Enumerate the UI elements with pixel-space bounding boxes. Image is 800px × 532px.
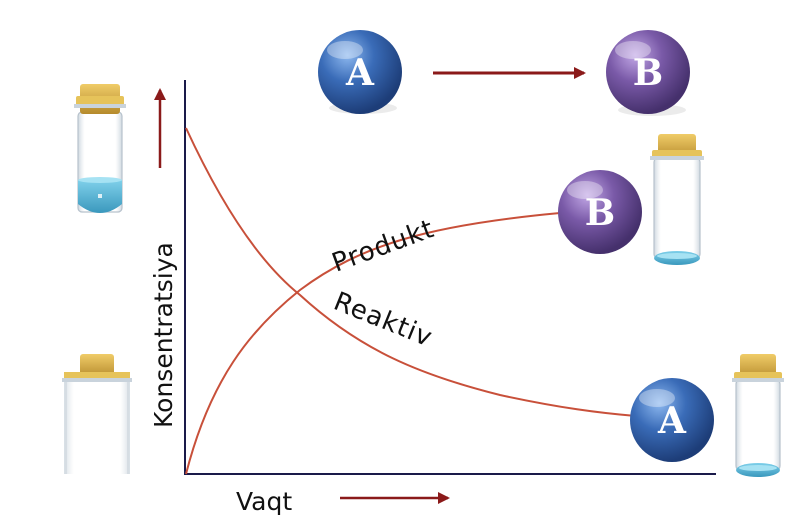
equation-reactant-label: A	[345, 52, 375, 94]
reactant-ball-label: A	[657, 400, 687, 442]
reactant-curve	[185, 127, 637, 417]
equation-product-label: B	[633, 52, 663, 94]
chart-axes	[184, 80, 716, 475]
equation-reactant-ball: A	[318, 30, 402, 114]
test-tube-icon	[732, 354, 784, 477]
test-tube-icon	[74, 84, 126, 213]
product-ball-label: B	[585, 192, 615, 234]
reactant-curve-label: Reaktiv	[329, 287, 436, 354]
reactant-ball: A	[630, 378, 714, 462]
test-tube-icon	[650, 134, 704, 265]
product-curve	[185, 212, 561, 475]
product-curve-label: Produkt	[328, 214, 438, 279]
test-tube-icon	[62, 354, 132, 474]
y-axis-label: Konsentratsiya	[149, 242, 178, 428]
product-ball: B	[558, 170, 642, 254]
x-axis-label: Vaqt	[236, 487, 292, 516]
equation-product-ball: B	[606, 30, 690, 116]
